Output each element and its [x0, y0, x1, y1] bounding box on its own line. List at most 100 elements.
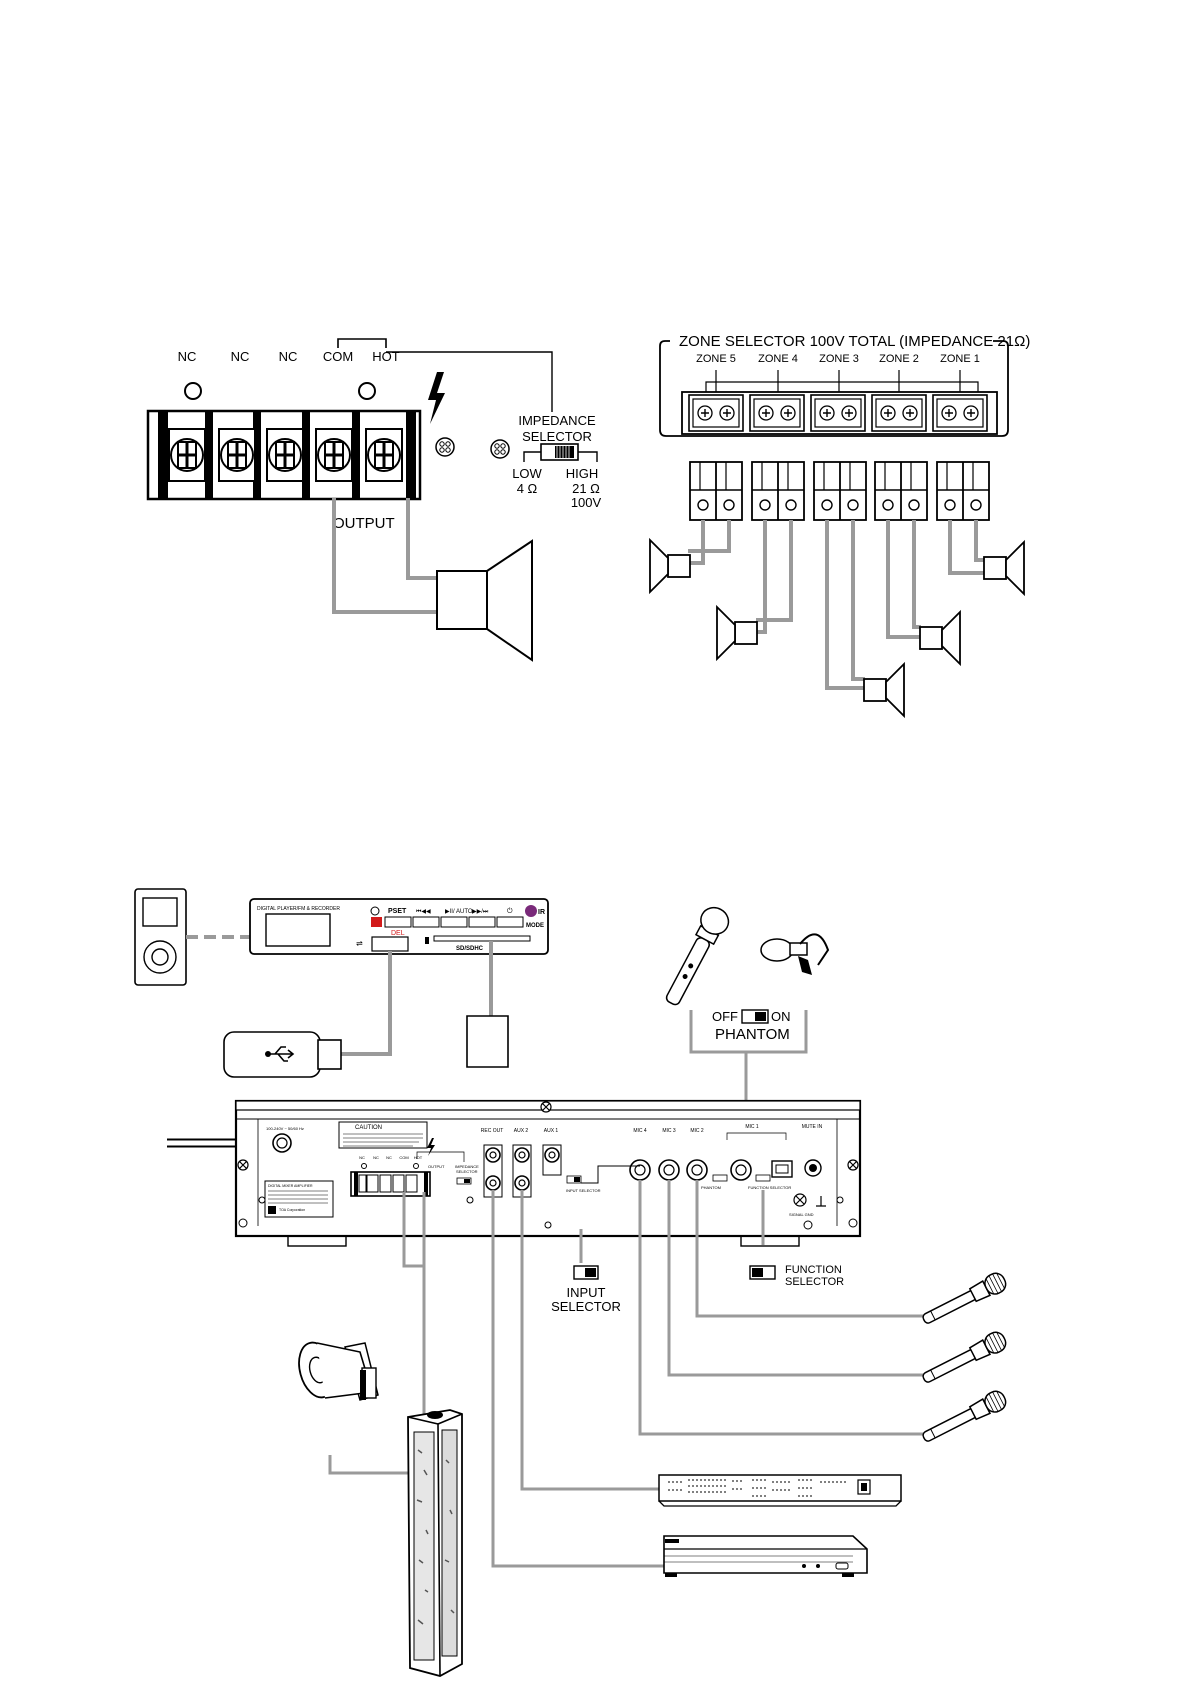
zone-bus-line [705, 381, 979, 392]
usb-port[interactable] [371, 936, 409, 952]
hot-to-selector-line [386, 351, 553, 412]
rear-mic4: MIC 4 [633, 1128, 647, 1134]
power-button[interactable] [496, 916, 524, 928]
terminal-screw-4 [314, 427, 354, 483]
zone-plug-1[interactable] [936, 461, 990, 521]
prev-button[interactable] [412, 916, 440, 928]
player-del: DEL [391, 930, 405, 937]
wireless-mic-1-icon [918, 1269, 1010, 1330]
phantom-on: ON [771, 1009, 791, 1024]
mic-wires [638, 1180, 924, 1436]
impedance-selector-title-2: SELECTOR [522, 429, 592, 444]
function-selector-line1: FUNCTION [785, 1264, 842, 1276]
aux-wires [491, 1190, 664, 1568]
rear-impedance-2: SELECTOR [456, 1169, 478, 1174]
rear-rec-out: REC OUT [481, 1128, 504, 1134]
rear-mic1: MIC 1 [745, 1124, 759, 1130]
indicator-hole-right [358, 382, 376, 400]
zone-label-3: ZONE 3 [819, 353, 859, 365]
player-auto: AUTO [456, 909, 473, 915]
panel-screws [237, 1101, 859, 1230]
mic-jacks[interactable] [629, 1159, 752, 1181]
rear-mic-phantom: PHANTOM [701, 1185, 721, 1190]
output-label: OUTPUT [333, 515, 395, 532]
zone-plug-4[interactable] [751, 461, 805, 521]
zone-label-2: ZONE 2 [879, 353, 919, 365]
player-sd-label: SD/SDHC [456, 946, 484, 952]
phantom-label: PHANTOM [715, 1026, 790, 1043]
rear-function-selector: FUNCTION SELECTOR [748, 1185, 791, 1190]
terminal-label-nc-2: NC [231, 349, 250, 364]
svg-text:▶▶/⏭: ▶▶/⏭ [472, 909, 489, 915]
impedance-selector-switch[interactable] [523, 443, 598, 462]
zone-label-5: ZONE 5 [696, 353, 736, 365]
zone-plug-3[interactable] [813, 461, 867, 521]
rear-input-selector: INPUT SELECTOR [566, 1188, 601, 1193]
rear-signal-gnd: SIGNAL GND [789, 1212, 814, 1217]
rear-mic2: MIC 2 [690, 1128, 704, 1134]
rear-brand: TOA Corporation [279, 1208, 305, 1212]
zone-speaker-5 [649, 539, 691, 593]
player-display [265, 913, 331, 947]
impedance-low-value: 4 Ω [517, 481, 538, 496]
indicator-hole-left [184, 382, 202, 400]
zone-plug-2[interactable] [874, 461, 928, 521]
phantom-bracket [689, 1010, 808, 1054]
impedance-selector-title-1: IMPEDANCE [518, 413, 596, 428]
rear-output: OUTPUT [428, 1164, 445, 1169]
function-selector-switch[interactable] [749, 1265, 776, 1280]
wireless-mic-3-icon [918, 1387, 1010, 1448]
power-icon: ⏻ [507, 907, 513, 915]
output-wire-hot [406, 498, 438, 580]
rear-terminal-nc-3: NC [386, 1155, 392, 1160]
zone-label-1: ZONE 1 [940, 353, 980, 365]
horn-speaker-icon [298, 1341, 379, 1401]
impedance-high-voltage: 100V [571, 495, 602, 510]
zone-speaker-2 [919, 611, 961, 665]
zone-socket-1 [932, 394, 988, 432]
caution-box [338, 1121, 428, 1149]
player-led [370, 906, 380, 916]
zone-socket-5 [688, 394, 744, 432]
zone-label-4: ZONE 4 [758, 353, 798, 365]
media-player-icon [134, 888, 187, 986]
rear-impedance-1: IMPEDANCE [455, 1164, 479, 1169]
impedance-high-value: 21 Ω [572, 481, 600, 496]
system-diagram: DIGITAL PLAYER/FM & RECORDER PSET DEL ⏮◀… [134, 888, 1010, 1677]
rear-mic3: MIC 3 [662, 1128, 676, 1134]
usb-small-icon: ⇌ [356, 939, 363, 948]
rack-device-icon [658, 1474, 902, 1507]
rca-jacks[interactable] [483, 1144, 562, 1198]
zone-speaker-4 [716, 606, 758, 660]
rear-mute: MUTE IN [802, 1124, 823, 1130]
terminal-label-nc-1: NC [178, 349, 197, 364]
play-button[interactable] [440, 916, 468, 928]
column-speaker-icon [407, 1409, 463, 1677]
rec-button[interactable] [371, 917, 382, 927]
input-selector-switch[interactable] [573, 1265, 599, 1280]
rear-aux1: AUX 1 [544, 1128, 559, 1134]
pset-button[interactable] [384, 916, 412, 928]
gooseneck-mic-icon [760, 933, 830, 975]
impedance-low-label: LOW [512, 466, 542, 481]
output-wire-com [332, 498, 438, 614]
next-button[interactable] [468, 916, 496, 928]
speaker-icon [436, 539, 533, 662]
rear-terminal-com: COM [399, 1155, 408, 1160]
com-hot-bracket [337, 338, 387, 348]
terminal-label-hot: HOT [372, 349, 400, 364]
phantom-switch[interactable] [741, 1009, 769, 1024]
rear-mic-phantom-switch[interactable] [712, 1174, 728, 1182]
terminal-label-com: COM [323, 349, 353, 364]
rear-lightning-icon [427, 1138, 435, 1156]
zone-speaker-3 [863, 663, 905, 717]
ir-receiver [525, 905, 537, 917]
zone-plug-5[interactable] [689, 461, 743, 521]
sd-slot[interactable] [433, 935, 531, 942]
terminal-label-nc-3: NC [279, 349, 298, 364]
rear-function-selector-switch[interactable] [755, 1174, 771, 1182]
sd-card-icon [466, 1015, 509, 1068]
terminal-screw-1 [167, 427, 207, 483]
svg-text:⏮◀◀: ⏮◀◀ [416, 909, 431, 915]
